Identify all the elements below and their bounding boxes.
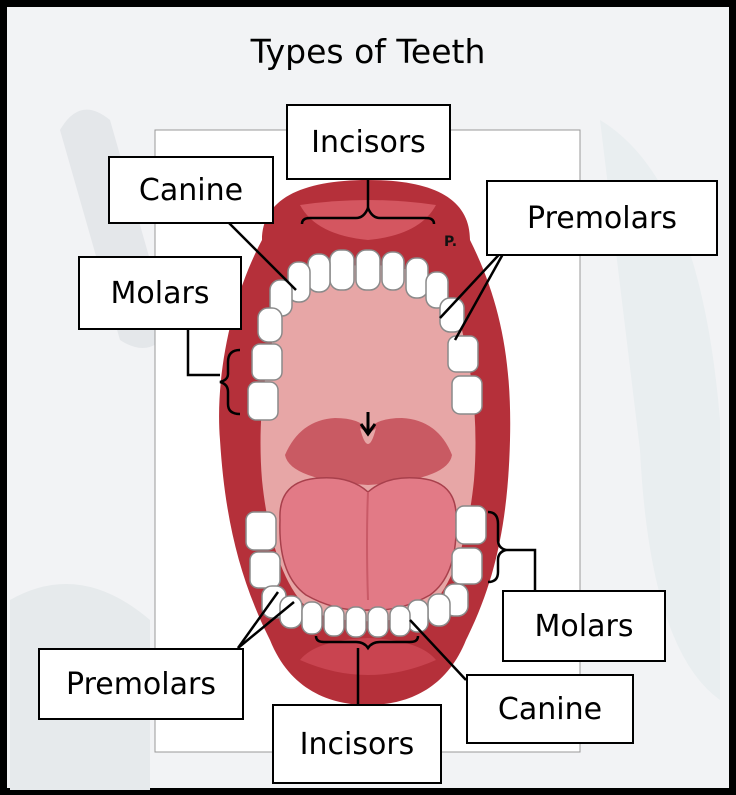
upper-incisor [330,250,354,290]
lower-incisor [368,607,388,637]
label-premolars-top: Premolars [486,180,718,256]
diagram-title: Types of Teeth [0,32,736,71]
lower-canine [302,602,322,634]
label-incisors-bottom: Incisors [272,704,442,784]
small-mark: P. [444,234,457,250]
lower-premolar [428,594,450,626]
upper-incisor [382,252,404,290]
upper-incisor [308,254,330,292]
upper-molar [452,376,482,414]
lower-incisor [324,606,344,636]
upper-molar [248,382,278,420]
label-molars-bottom: Molars [502,590,666,662]
label-canine-bottom: Canine [466,674,634,744]
lower-molar [250,552,280,588]
tongue-midline [367,492,368,600]
lower-incisor [346,607,366,637]
lower-incisor [390,606,410,636]
lower-molar [452,548,482,584]
upper-canine [406,258,428,298]
label-premolars-bottom: Premolars [38,648,244,720]
upper-molar [448,336,478,372]
label-incisors-top: Incisors [286,104,451,180]
upper-premolar [258,308,282,342]
label-canine-top: Canine [108,156,274,224]
lower-molar [456,506,486,544]
upper-incisor [356,250,380,290]
label-molars-top: Molars [78,256,242,330]
lower-molar [246,512,276,550]
upper-molar [252,344,282,380]
